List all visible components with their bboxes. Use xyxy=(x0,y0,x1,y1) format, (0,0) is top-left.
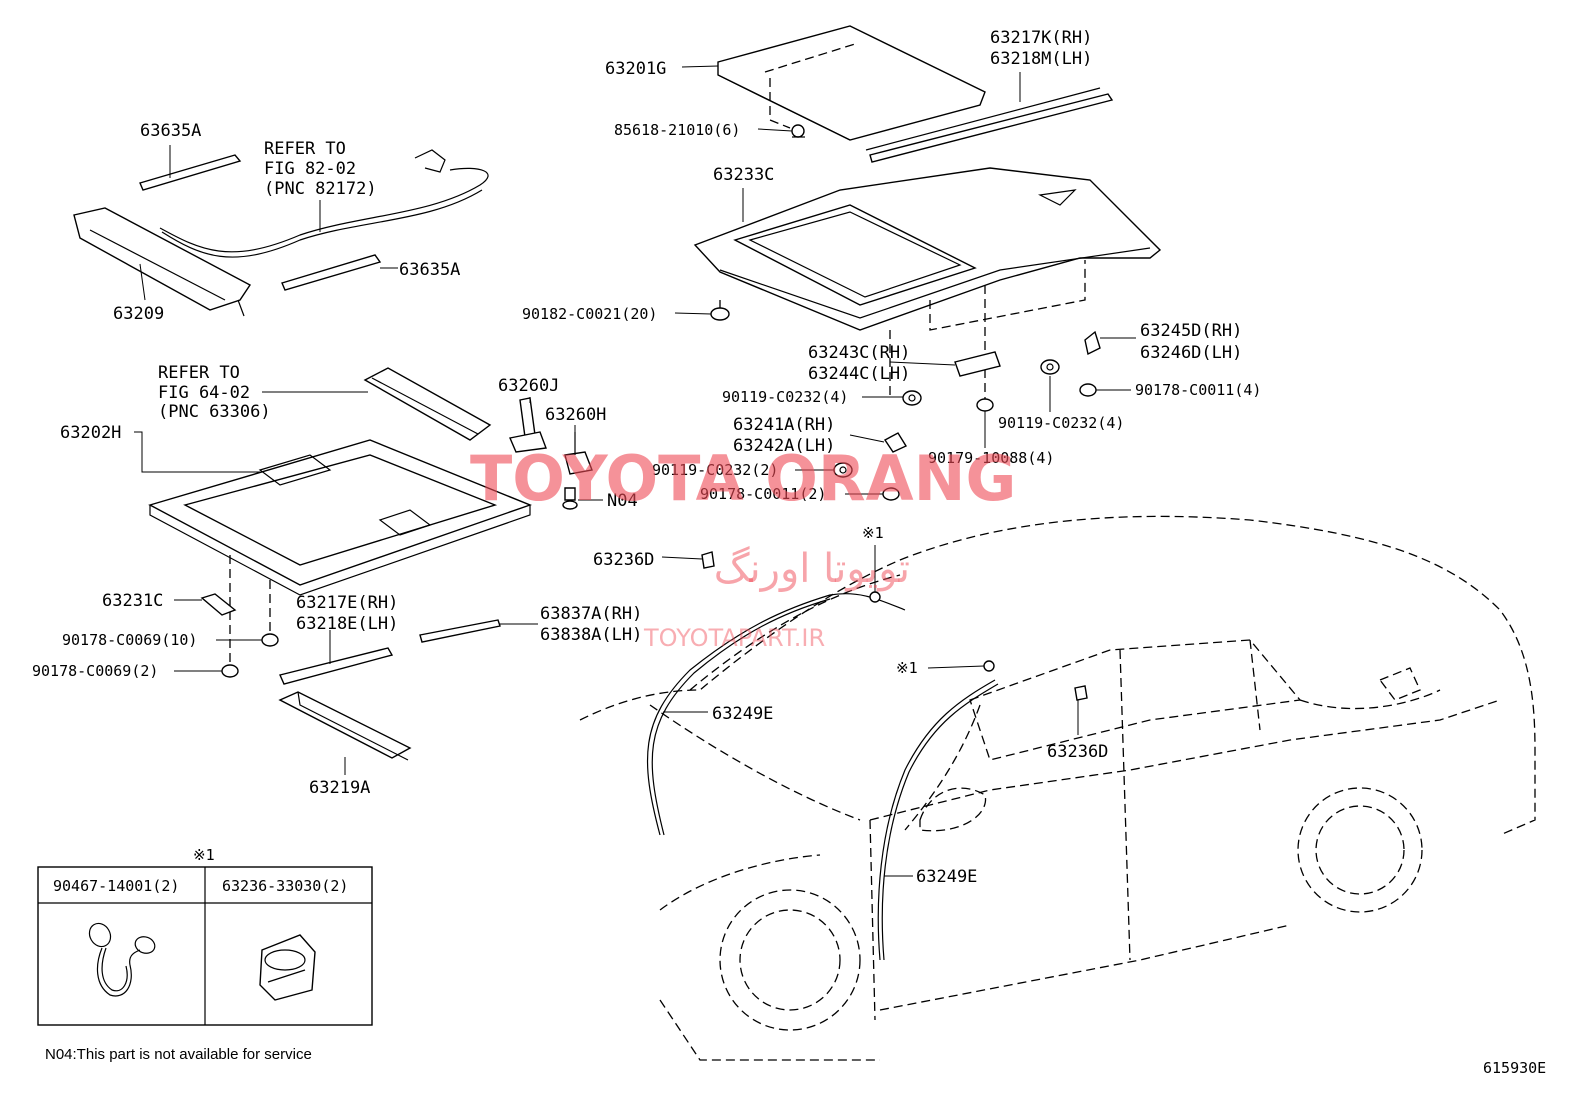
label-refer-a-3: (PNC 82172) xyxy=(264,179,377,199)
sunroof-housing-63202H xyxy=(148,439,532,668)
bolt-N04 xyxy=(562,487,578,510)
roof-panel-63233C xyxy=(693,167,1162,400)
strip-63837A xyxy=(419,619,501,643)
roof-glass-63201G xyxy=(717,25,986,141)
label-63838A: 63838A(LH) xyxy=(540,625,642,645)
weatherstrip-63249E xyxy=(646,593,999,961)
table-mark: ※1 xyxy=(193,846,215,864)
car-outline xyxy=(579,515,1536,1061)
note-n04: N04:This part is not available for servi… xyxy=(45,1046,312,1063)
subparts-table: ※1 90467-14001(2) 63236-33030(2) xyxy=(37,846,373,1026)
label-63243C: 63243C(RH) xyxy=(808,343,910,363)
cross-member-63209 xyxy=(73,207,252,317)
table-col-63236: 63236-33030(2) xyxy=(222,877,348,895)
label-63217E: 63217E(RH) xyxy=(296,593,398,613)
deflector xyxy=(363,367,492,441)
label-90119-right: 90119-C0232(4) xyxy=(998,414,1124,432)
watermark: TOYOTA ORANG تویوتا اورنگ TOYOTAPART.IR xyxy=(470,442,1016,652)
label-refer-a-2: FIG 82-02 xyxy=(264,159,356,179)
bolt-85618 xyxy=(791,124,805,138)
label-63236D-a: 63236D xyxy=(593,550,654,570)
clip-90178-C0011-4 xyxy=(1079,383,1097,397)
label-63635A-bottom: 63635A xyxy=(399,260,460,280)
watermark-persian: تویوتا اورنگ xyxy=(714,546,910,592)
labels: 63201G 63217K(RH) 63218M(LH) 85618-21010… xyxy=(32,28,1261,887)
label-90182: 90182-C0021(20) xyxy=(522,305,657,323)
nut-90119-2 xyxy=(833,462,853,478)
clip-90178-C0069-2 xyxy=(221,664,239,678)
label-63241A: 63241A(RH) xyxy=(733,415,835,435)
label-63218M: 63218M(LH) xyxy=(990,49,1092,69)
clamp-icon xyxy=(259,934,316,1001)
label-63231C: 63231C xyxy=(102,591,163,611)
label-refer-b-2: FIG 64-02 xyxy=(158,383,250,403)
label-90178-C0011-4: 90178-C0011(4) xyxy=(1135,381,1261,399)
label-90119-2: 90119-C0232(2) xyxy=(652,461,778,479)
clip-63236D-a xyxy=(701,551,715,569)
bracket-63243C xyxy=(954,351,1001,377)
label-63245D: 63245D(RH) xyxy=(1140,321,1242,341)
leader-lines xyxy=(134,65,1136,877)
clip-90179 xyxy=(976,398,994,412)
label-refer-b-3: (PNC 63306) xyxy=(158,402,271,422)
label-mark1-top: ※1 xyxy=(862,524,884,542)
label-63837A: 63837A(RH) xyxy=(540,604,642,624)
label-63249E-b: 63249E xyxy=(916,867,977,887)
label-90179: 90179-10088(4) xyxy=(928,449,1054,467)
label-90119-left: 90119-C0232(4) xyxy=(722,388,848,406)
motor-63260J xyxy=(509,397,547,453)
label-N04: N04 xyxy=(607,491,638,511)
label-63635A-top: 63635A xyxy=(140,121,201,141)
label-refer-a-1: REFER TO xyxy=(264,139,346,159)
nut-90119-l xyxy=(902,390,922,406)
label-90178-C0069-2: 90178-C0069(2) xyxy=(32,662,158,680)
label-63242A: 63242A(LH) xyxy=(733,436,835,456)
label-63218E: 63218E(LH) xyxy=(296,614,398,634)
bracket-63241A xyxy=(883,432,908,453)
label-mark1-mid: ※1 xyxy=(896,659,918,677)
label-63236D-b: 63236D xyxy=(1047,742,1108,762)
wire-clip-icon xyxy=(88,922,156,997)
nut-90119-r xyxy=(1040,359,1060,375)
label-90178-C0011-2: 90178-C0011(2) xyxy=(700,485,826,503)
figure-code: 615930E xyxy=(1483,1059,1546,1077)
strip-63217E xyxy=(279,647,394,685)
label-63260J: 63260J xyxy=(498,376,559,396)
moulding-63217K xyxy=(865,87,1114,163)
watermark-brand: TOYOTA ORANG xyxy=(470,442,1016,515)
label-63233C: 63233C xyxy=(713,165,774,185)
label-63219A: 63219A xyxy=(309,778,370,798)
label-85618: 85618-21010(6) xyxy=(614,121,740,139)
strip-63635A-bottom xyxy=(281,254,382,291)
rail-63219A xyxy=(278,691,412,761)
watermark-url: TOYOTAPART.IR xyxy=(643,624,825,652)
label-refer-b-1: REFER TO xyxy=(158,363,240,383)
label-63202H: 63202H xyxy=(60,423,121,443)
label-63209: 63209 xyxy=(113,304,164,324)
bracket-63245D xyxy=(1084,330,1101,356)
label-63217K: 63217K(RH) xyxy=(990,28,1092,48)
strip-63635A-top xyxy=(139,154,242,191)
clip-90178-C0069-10 xyxy=(261,633,279,647)
clip-63236D-b xyxy=(1074,685,1088,701)
ecu-63260H xyxy=(564,432,593,475)
label-63244C: 63244C(LH) xyxy=(808,364,910,384)
table-col-90467: 90467-14001(2) xyxy=(53,877,179,895)
clip-90182 xyxy=(710,307,730,321)
label-90178-C0069-10: 90178-C0069(10) xyxy=(62,631,197,649)
label-63260H: 63260H xyxy=(545,405,606,425)
bracket-63231C xyxy=(200,593,237,616)
wire-harness xyxy=(159,149,489,258)
label-63246D: 63246D(LH) xyxy=(1140,343,1242,363)
label-63201G: 63201G xyxy=(605,59,666,79)
label-63249E-a: 63249E xyxy=(712,704,773,724)
